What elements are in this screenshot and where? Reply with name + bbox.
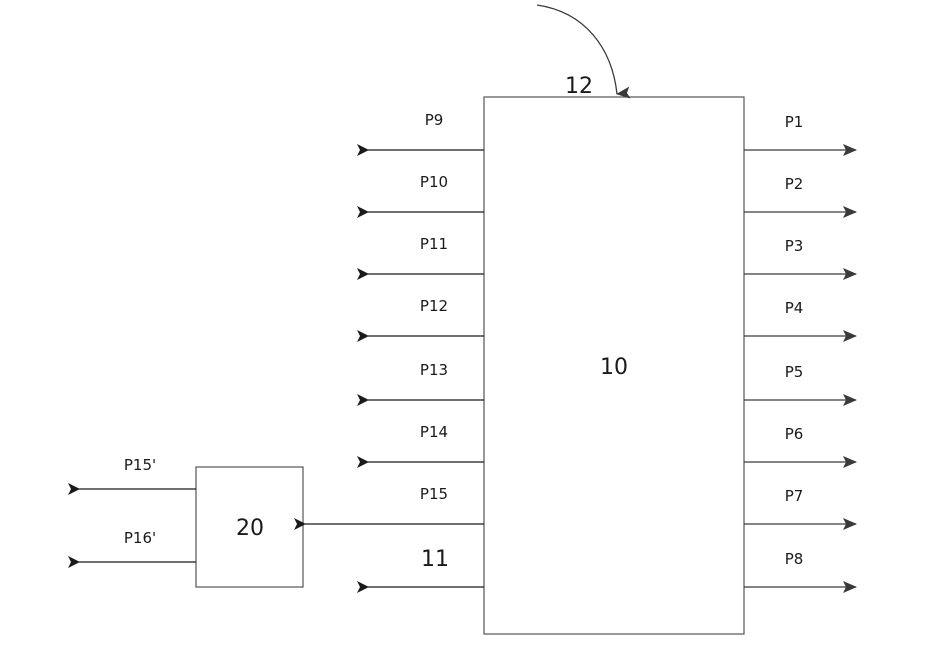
secondary-block-label: 20 <box>236 516 264 541</box>
port-p13-label: P13 <box>420 361 448 379</box>
output-p16-prime-label: P16' <box>124 529 156 547</box>
port-p10-label: P10 <box>420 173 448 191</box>
input-arrow <box>536 4 631 99</box>
port-p6-label: P6 <box>785 425 804 443</box>
port-p12-label: P12 <box>420 297 448 315</box>
input-arrow-label: 12 <box>565 74 593 99</box>
main-block-label: 10 <box>600 355 628 380</box>
port-p9-label: P9 <box>425 111 444 129</box>
secondary-outputs-group: P15' P16' <box>68 456 196 568</box>
port-p5-label: P5 <box>785 363 804 381</box>
port-p3-label: P3 <box>785 237 804 255</box>
port-11-label: 11 <box>421 547 449 572</box>
port-p15-label: P15 <box>420 485 448 503</box>
output-p15-prime-label: P15' <box>124 456 156 474</box>
port-p7-label: P7 <box>785 487 804 505</box>
port-p14-label: P14 <box>420 423 448 441</box>
port-p2-label: P2 <box>785 175 804 193</box>
main-block <box>483 96 745 635</box>
secondary-block <box>195 466 304 588</box>
port-p8-label: P8 <box>785 550 804 568</box>
port-p4-label: P4 <box>785 299 804 317</box>
port-p11-label: P11 <box>420 235 448 253</box>
port-p1-label: P1 <box>785 113 804 131</box>
